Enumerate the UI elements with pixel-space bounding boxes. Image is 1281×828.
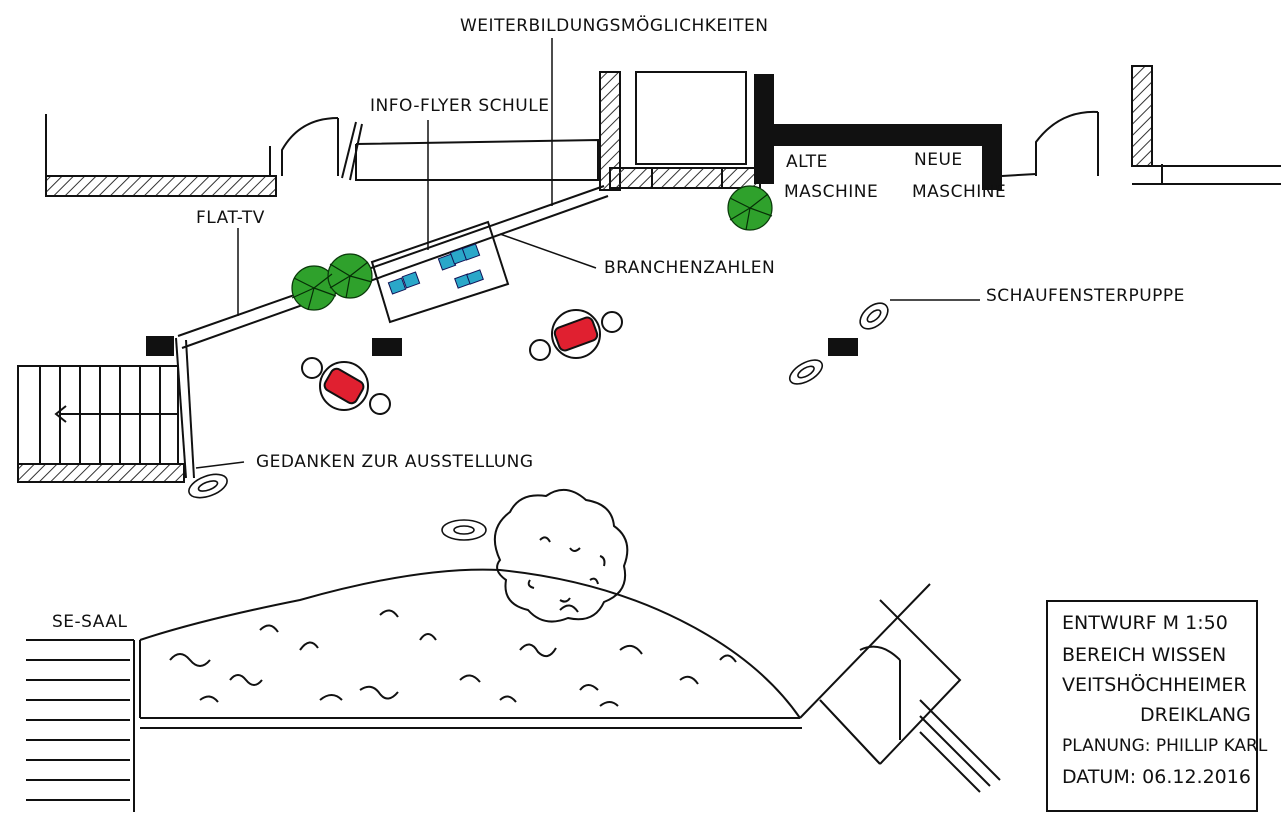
wall-middle xyxy=(355,138,599,181)
title-block-line-5: PLANUNG: PHILLIP KARL xyxy=(1062,736,1268,756)
table-group-right xyxy=(529,309,623,361)
flyers xyxy=(387,243,484,295)
staircase-se-saal xyxy=(26,639,135,812)
column-central xyxy=(599,71,761,191)
wall-right-upper xyxy=(1131,65,1281,185)
machine-wall xyxy=(754,74,1002,190)
flyer-table xyxy=(370,220,510,324)
label-alte-maschine-1: ALTE xyxy=(786,152,828,172)
label-weiterbildung: WEITERBILDUNGSMÖGLICHKEITEN xyxy=(460,16,769,36)
label-gedanken: GEDANKEN ZUR AUSSTELLUNG xyxy=(256,452,534,472)
title-block-line-3: VEITSHÖCHHEIMER xyxy=(1062,674,1247,696)
entrance-bottom-right xyxy=(799,583,1001,793)
plants xyxy=(291,185,773,311)
tree-round xyxy=(493,489,629,623)
label-branchenzahlen: BRANCHENZAHLEN xyxy=(604,258,776,278)
wall-diagonal xyxy=(175,185,609,479)
staircase-left xyxy=(17,365,185,483)
door-right xyxy=(1001,110,1099,177)
leader-lines xyxy=(195,38,980,469)
title-block-line-2: BEREICH WISSEN xyxy=(1062,644,1227,666)
wall-left-upper xyxy=(45,114,277,197)
title-block-line-1: ENTWURF M 1:50 xyxy=(1062,612,1228,634)
oval-markers xyxy=(188,302,889,541)
door-left xyxy=(281,117,363,181)
hedge-landscape xyxy=(139,568,802,729)
table-group-left xyxy=(301,357,391,415)
label-info-flyer: INFO-FLYER SCHULE xyxy=(370,96,550,116)
title-block-line-6: DATUM: 06.12.2016 xyxy=(1062,766,1251,788)
title-block-line-4: DREIKLANG xyxy=(1140,704,1251,726)
label-alte-maschine-2: MASCHINE xyxy=(784,182,879,202)
label-se-saal: SE-SAAL xyxy=(52,612,128,632)
label-neue-maschine-1: NEUE xyxy=(914,150,963,170)
title-block: ENTWURF M 1:50 BEREICH WISSEN VEITSHÖCHH… xyxy=(1046,600,1267,812)
label-neue-maschine-2: MASCHINE xyxy=(912,182,1007,202)
tv-markers xyxy=(146,336,858,356)
label-flat-tv: FLAT-TV xyxy=(196,208,265,228)
label-schaufensterpuppe: SCHAUFENSTERPUPPE xyxy=(986,286,1185,306)
